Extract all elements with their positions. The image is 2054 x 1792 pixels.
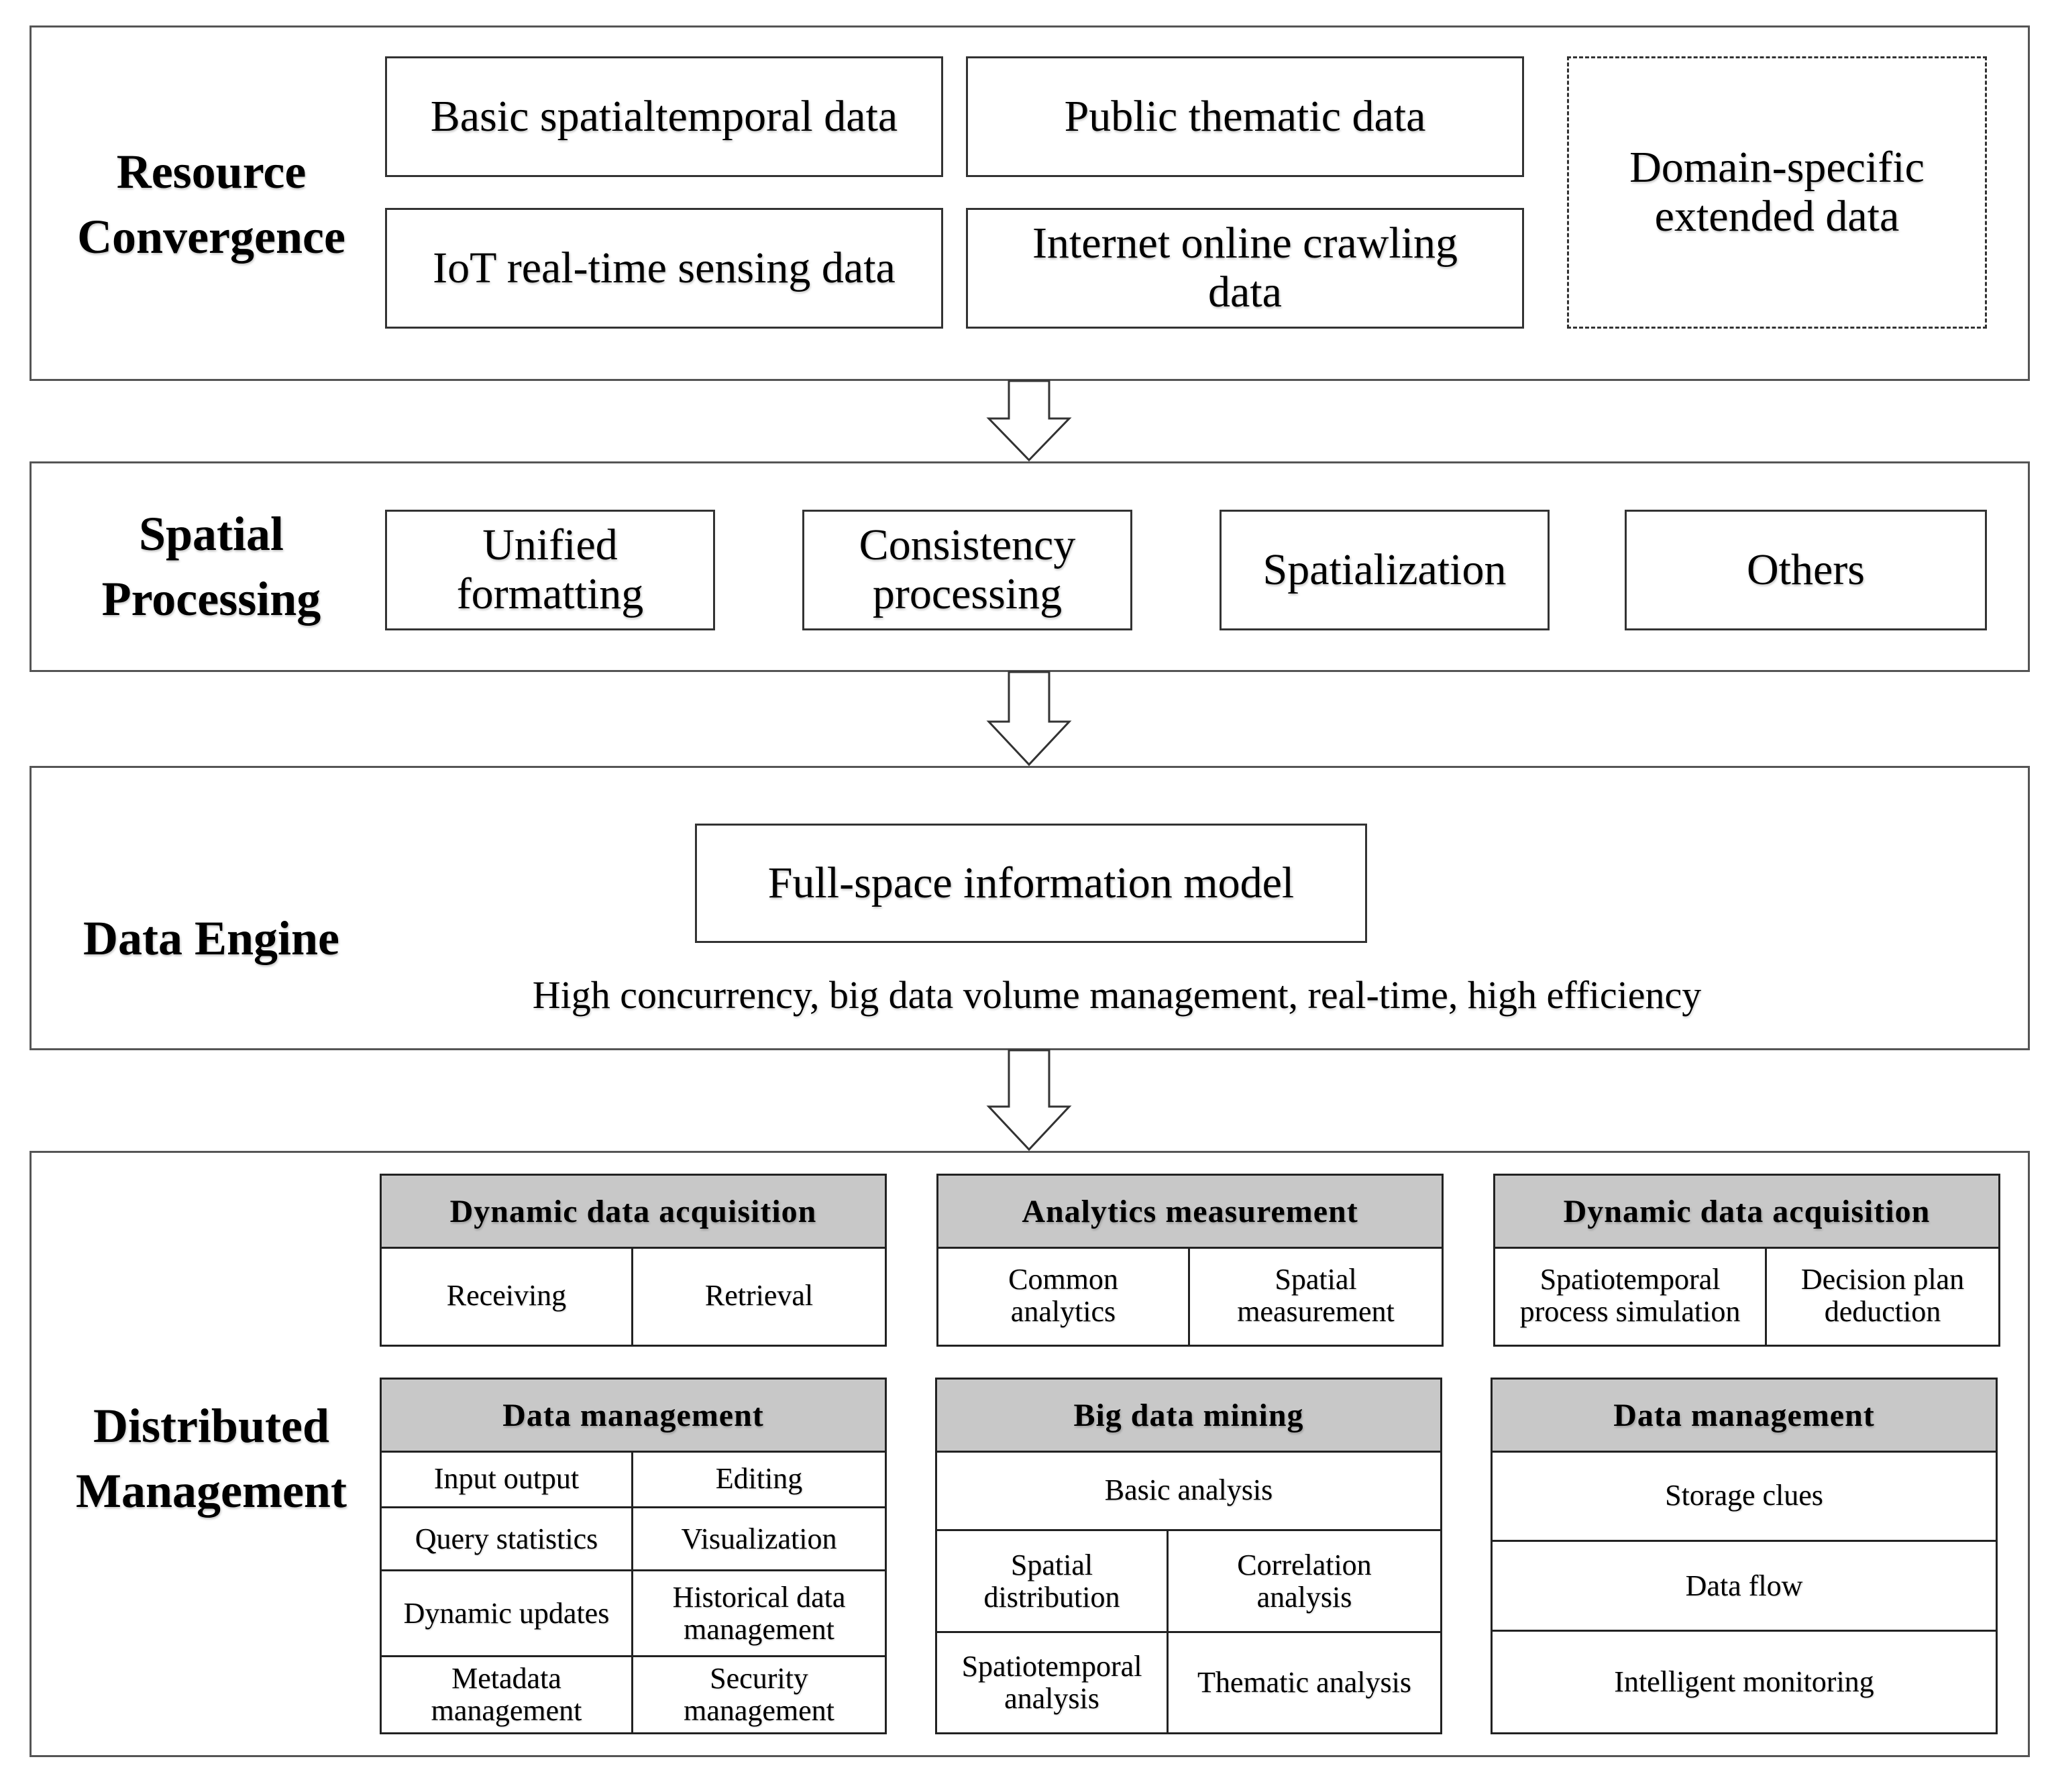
cell-storage-clues: Storage clues bbox=[1493, 1451, 1996, 1542]
cell-intelligent-monitoring: Intelligent monitoring bbox=[1614, 1665, 1874, 1699]
consistency-processing-box: Consistency processing bbox=[802, 510, 1132, 630]
group-big-data-mining: Big data mining Basic analysis Spatial d… bbox=[935, 1378, 1442, 1734]
group-header: Big data mining bbox=[937, 1380, 1440, 1453]
cell-common-analytics: Common analytics bbox=[938, 1247, 1190, 1345]
group-header: Dynamic data acquisition bbox=[382, 1176, 885, 1249]
cell-decision-deduction: Decision plan deduction bbox=[1800, 1263, 1965, 1328]
cell-spatial-measurement: Spatial measurement bbox=[1237, 1263, 1395, 1328]
group-data-management-right: Data management Storage clues Data flow … bbox=[1491, 1378, 1998, 1734]
spatial-processing-title: Spatial Processing bbox=[101, 506, 321, 626]
cell-correlation-analysis: Correlation analysis bbox=[1169, 1531, 1440, 1633]
group-header: Analytics measurement bbox=[938, 1176, 1442, 1249]
cell-historical-data-management: Historical data management bbox=[633, 1571, 885, 1657]
cell-security-management: Security management bbox=[684, 1662, 834, 1727]
basic-spatiotemporal-data-box: Basic spatialtemporal data bbox=[385, 56, 943, 177]
distributed-management-title: Distributed Management bbox=[76, 1398, 347, 1518]
cell-query-statistics: Query statistics bbox=[382, 1508, 633, 1571]
cell-basic-analysis: Basic analysis bbox=[937, 1451, 1440, 1531]
full-space-model-box: Full-space information model bbox=[695, 824, 1367, 943]
domain-extended-data-box: Domain-specific extended data bbox=[1567, 56, 1987, 329]
resource-convergence-title: Resource Convergence bbox=[77, 144, 345, 264]
data-engine-title: Data Engine bbox=[83, 911, 340, 966]
cell-visualization: Visualization bbox=[633, 1508, 885, 1571]
cell-data-flow: Data flow bbox=[1493, 1542, 1996, 1632]
cell-process-simulation: Spatiotemporal process simulation bbox=[1495, 1247, 1767, 1345]
cell-editing: Editing bbox=[633, 1451, 885, 1508]
others-box: Others bbox=[1625, 510, 1987, 630]
group-header: Data management bbox=[1493, 1380, 1996, 1453]
down-arrow-2 bbox=[986, 671, 1072, 767]
cell-spatial-distribution: Spatial distribution bbox=[937, 1531, 1169, 1633]
group-analytics-measurement: Analytics measurement Common analytics S… bbox=[936, 1174, 1444, 1347]
unified-formatting-box: Unified formatting bbox=[385, 510, 715, 630]
down-arrow-3 bbox=[986, 1049, 1072, 1152]
data-engine-note: High concurrency, big data volume manage… bbox=[532, 973, 1702, 1017]
group-dynamic-acquisition-left: Dynamic data acquisition Receiving Retri… bbox=[380, 1174, 887, 1347]
group-header: Dynamic data acquisition bbox=[1495, 1176, 1998, 1249]
iot-sensing-data-box: IoT real-time sensing data bbox=[385, 208, 943, 329]
internet-crawling-data-box: Internet online crawling data bbox=[966, 208, 1524, 329]
group-data-management-left: Data management Input output Editing Que… bbox=[380, 1378, 887, 1734]
cell-receiving: Receiving bbox=[382, 1247, 633, 1345]
spatialization-box: Spatialization bbox=[1220, 510, 1550, 630]
cell-spatiotemporal-analysis: Spatiotemporal analysis bbox=[937, 1633, 1169, 1732]
down-arrow-1 bbox=[986, 380, 1072, 462]
group-header: Data management bbox=[382, 1380, 885, 1453]
cell-metadata-management: Metadata management bbox=[382, 1657, 633, 1732]
cell-dynamic-updates: Dynamic updates bbox=[382, 1571, 633, 1657]
public-thematic-data-box: Public thematic data bbox=[966, 56, 1524, 177]
cell-thematic-analysis: Thematic analysis bbox=[1197, 1666, 1411, 1699]
cell-retrieval: Retrieval bbox=[704, 1279, 814, 1312]
group-dynamic-acquisition-right: Dynamic data acquisition Spatiotemporal … bbox=[1493, 1174, 2000, 1347]
cell-input-output: Input output bbox=[382, 1451, 633, 1508]
